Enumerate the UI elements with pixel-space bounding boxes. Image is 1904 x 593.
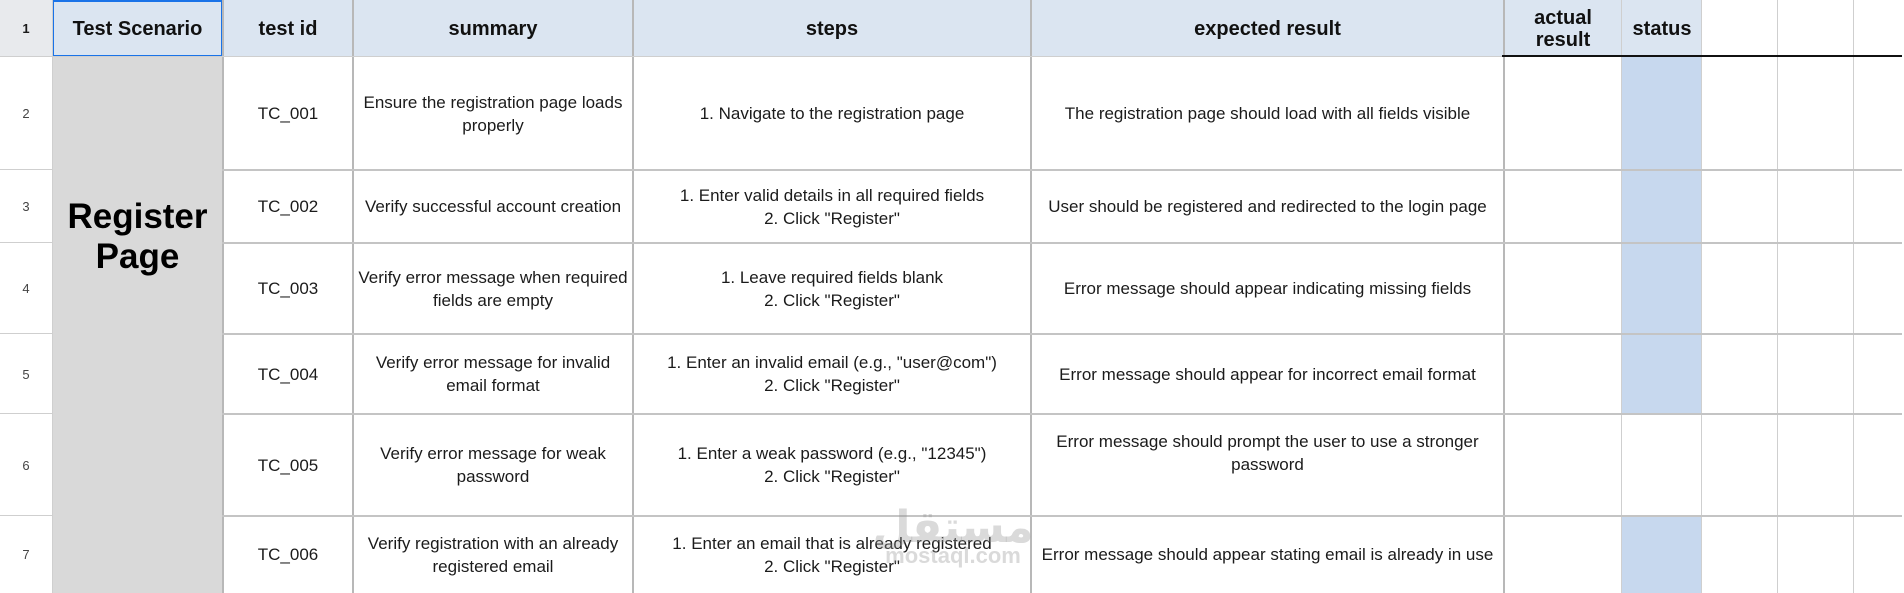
summary-cell[interactable]: Verify error message when required field… <box>358 267 628 310</box>
header-steps[interactable]: steps <box>633 0 1031 57</box>
status-cell-2[interactable] <box>1622 170 1702 243</box>
summary-cell[interactable]: Verify error message for weak password <box>380 444 606 486</box>
header-status[interactable]: status <box>1622 0 1702 57</box>
status-cell-6[interactable] <box>1622 516 1702 593</box>
summary-cell[interactable]: Verify successful account creation <box>364 197 622 216</box>
steps-cell[interactable]: 1. Enter an invalid email (e.g., "user@c… <box>667 353 997 395</box>
row-number-1[interactable]: 1 <box>0 0 52 57</box>
expected-result-cell[interactable]: Error message should prompt the user to … <box>1056 432 1479 474</box>
grid-line <box>222 0 224 593</box>
row-number-3[interactable]: 3 <box>0 170 52 243</box>
grid-line <box>352 0 354 593</box>
test-id-cell[interactable]: TC_006 <box>257 545 319 564</box>
test-id-cell[interactable]: TC_005 <box>257 455 319 475</box>
grid-line <box>0 169 52 170</box>
test-id-cell[interactable]: TC_001 <box>257 104 319 123</box>
test-id-cell[interactable]: TC_002 <box>257 197 319 216</box>
header-actual-result[interactable]: actual result <box>1504 0 1622 57</box>
status-cell-1[interactable] <box>1622 57 1702 170</box>
steps-cell[interactable]: 1. Navigate to the registration page <box>699 104 965 123</box>
header-bottom-border <box>1502 55 1902 57</box>
row-number-4[interactable]: 4 <box>0 243 52 334</box>
expected-result-cell[interactable]: Error message should appear for incorrec… <box>1059 364 1476 384</box>
grid-line <box>52 0 53 593</box>
summary-cell[interactable]: Ensure the registration page loads prope… <box>363 92 623 135</box>
test-id-cell[interactable]: TC_004 <box>257 364 319 384</box>
grid-line <box>0 56 52 57</box>
row-number-6[interactable]: 6 <box>0 414 52 516</box>
steps-cell[interactable]: 1. Enter a weak password (e.g., "12345")… <box>677 444 987 486</box>
grid-line <box>222 515 1902 517</box>
grid-line <box>1503 0 1505 593</box>
grid-line <box>222 333 1902 335</box>
steps-cell[interactable]: 1. Leave required fields blank 2. Click … <box>720 267 944 310</box>
grid-line <box>0 242 52 243</box>
grid-line <box>222 413 1902 415</box>
row-number-7[interactable]: 7 <box>0 516 52 593</box>
grid-line <box>222 169 1902 171</box>
grid-line <box>1701 0 1702 593</box>
grid-line <box>0 413 52 414</box>
grid-line <box>1853 0 1854 593</box>
header-summary[interactable]: summary <box>353 0 633 57</box>
summary-cell[interactable]: Verify registration with an already regi… <box>367 533 619 576</box>
grid-line <box>52 56 1502 57</box>
row-number-5[interactable]: 5 <box>0 334 52 414</box>
expected-result-cell[interactable]: Error message should appear indicating m… <box>1063 279 1472 298</box>
grid-line <box>1030 0 1032 593</box>
expected-result-cell[interactable]: Error message should appear stating emai… <box>1041 545 1494 564</box>
expected-result-cell[interactable]: The registration page should load with a… <box>1064 104 1471 123</box>
steps-cell[interactable]: 1. Enter valid details in all required f… <box>679 185 985 228</box>
test-id-cell[interactable]: TC_003 <box>257 279 319 298</box>
expected-result-cell[interactable]: User should be registered and redirected… <box>1048 197 1487 216</box>
header-test-scenario[interactable]: Test Scenario <box>52 0 223 57</box>
grid-line <box>1777 0 1778 593</box>
header-test-id[interactable]: test id <box>223 0 353 57</box>
summary-cell[interactable]: Verify error message for invalid email f… <box>375 353 611 395</box>
header-expected-result[interactable]: expected result <box>1031 0 1504 57</box>
grid-line <box>1621 0 1622 593</box>
row-number-2[interactable]: 2 <box>0 57 52 170</box>
steps-cell[interactable]: 1. Enter an email that is already regist… <box>672 533 992 576</box>
status-cell-5[interactable] <box>1622 414 1702 516</box>
grid-line <box>0 333 52 334</box>
grid-line <box>0 515 52 516</box>
grid-line <box>632 0 634 593</box>
scenario-cell[interactable]: Register Page <box>52 57 223 593</box>
status-cell-4[interactable] <box>1622 334 1702 414</box>
status-cell-3[interactable] <box>1622 243 1702 334</box>
grid-line <box>222 242 1902 244</box>
